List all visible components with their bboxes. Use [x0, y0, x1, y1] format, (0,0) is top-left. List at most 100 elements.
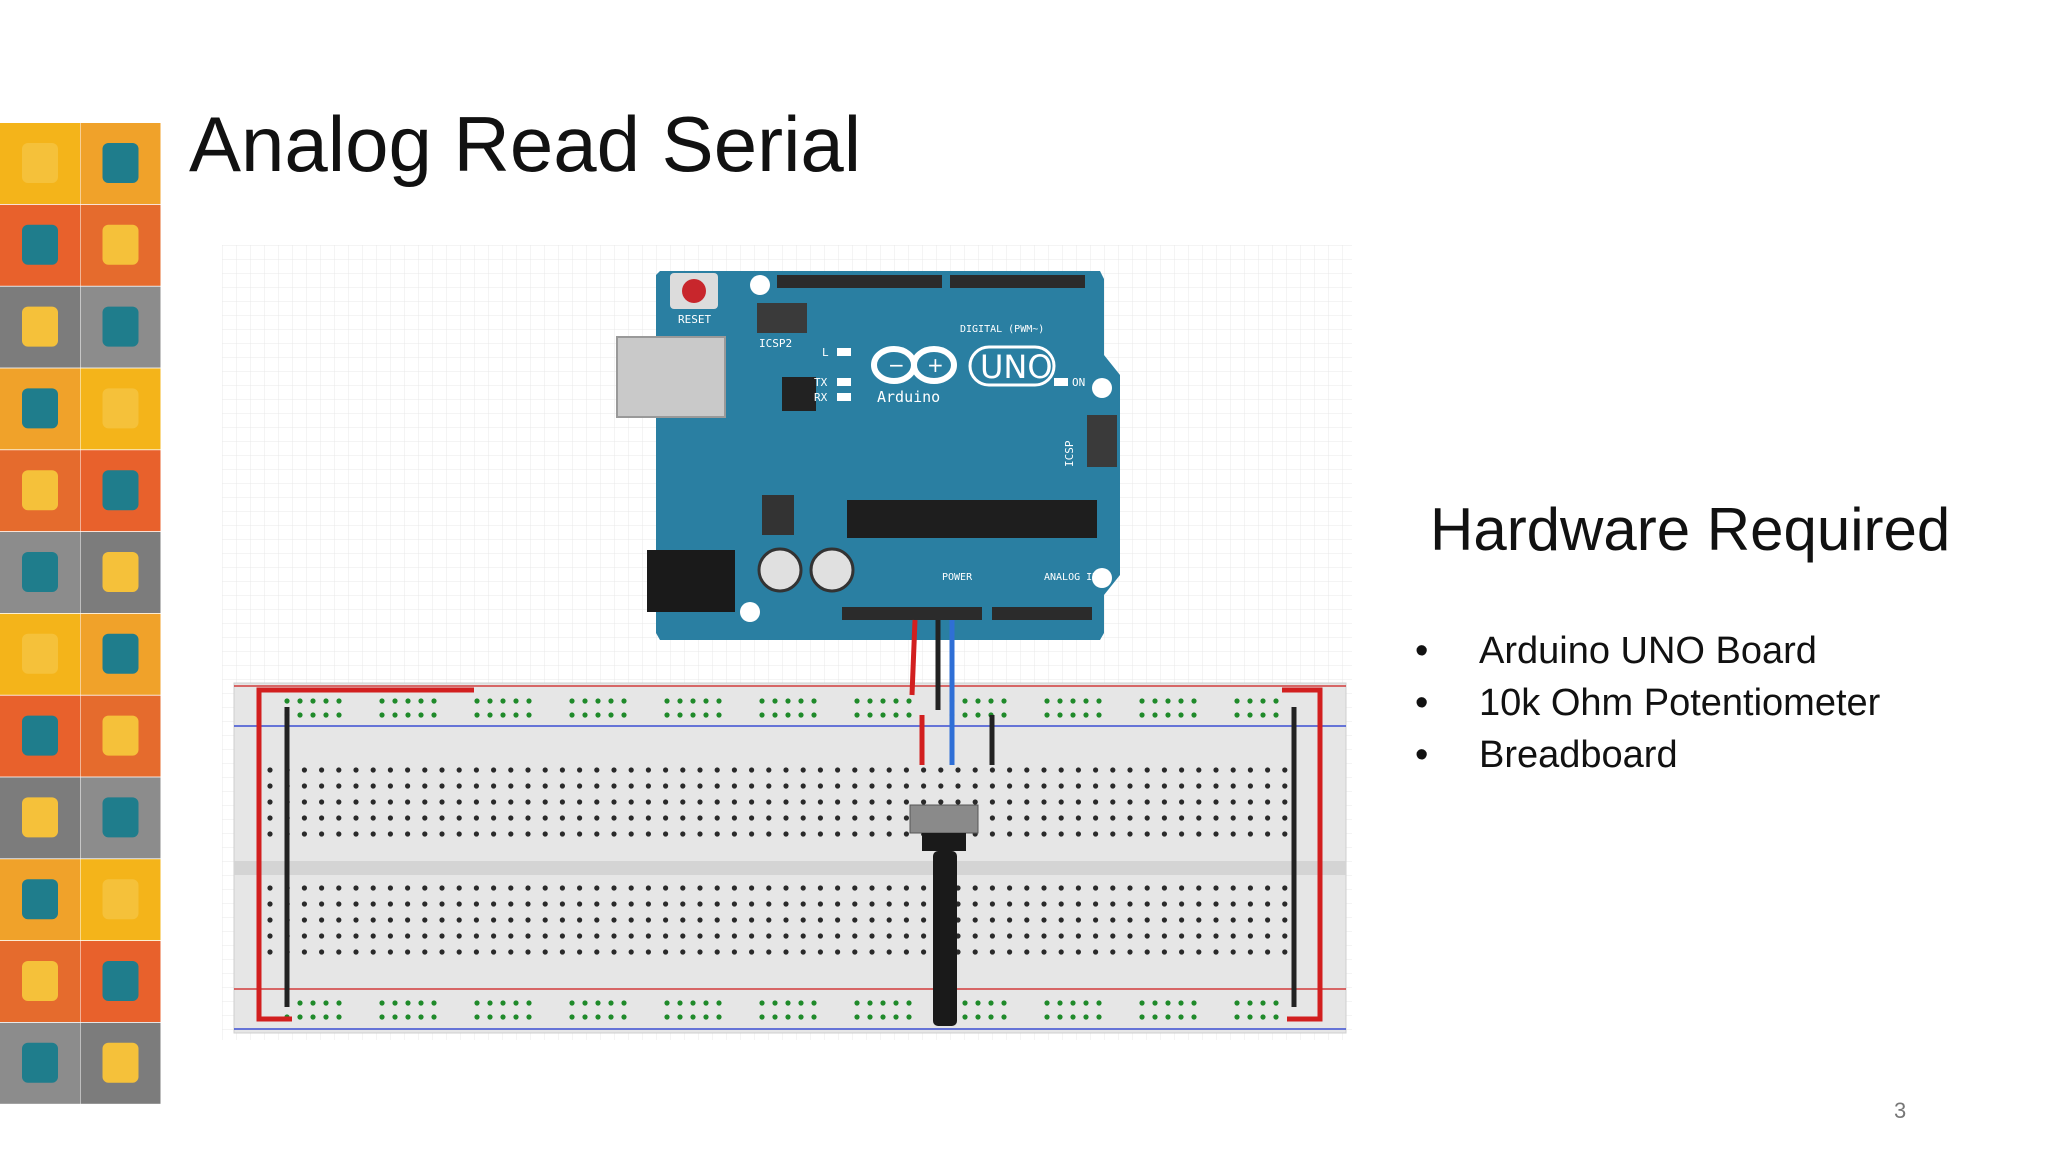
breadboard-hole	[1178, 712, 1184, 718]
breadboard-hole	[1093, 767, 1099, 773]
breadboard-hole	[611, 885, 617, 891]
analog-header	[992, 607, 1092, 620]
breadboard-hole	[491, 815, 497, 821]
breadboard-hole	[1247, 901, 1253, 907]
breadboard-hole	[582, 698, 588, 704]
hardware-item-label: Arduino UNO Board	[1479, 630, 1817, 672]
breadboard-hole	[714, 933, 720, 939]
breadboard-hole	[1265, 917, 1271, 923]
breadboard-hole	[353, 917, 359, 923]
breadboard-hole	[867, 698, 873, 704]
breadboard-hole	[1058, 799, 1064, 805]
breadboard-hole	[972, 901, 978, 907]
breadboard-hole	[663, 831, 669, 837]
breadboard-hole	[353, 901, 359, 907]
breadboard-hole	[387, 949, 393, 955]
breadboard-hole	[1161, 885, 1167, 891]
breadboard-hole	[663, 885, 669, 891]
breadboard-hole	[405, 885, 411, 891]
breadboard-hole	[473, 901, 479, 907]
breadboard-hole	[680, 815, 686, 821]
brand-label: Arduino	[877, 388, 940, 406]
breadboard-hole	[886, 815, 892, 821]
breadboard-hole	[525, 799, 531, 805]
breadboard-hole	[456, 917, 462, 923]
breadboard-hole	[690, 1000, 696, 1006]
breadboard-hole	[297, 1014, 303, 1020]
breadboard-hole	[577, 815, 583, 821]
component-icon	[102, 1042, 139, 1083]
breadboard-hole	[1191, 1014, 1197, 1020]
breadboard-hole	[267, 949, 273, 955]
breadboard-hole	[921, 917, 927, 923]
breadboard-hole	[1024, 815, 1030, 821]
breadboard-hole	[297, 698, 303, 704]
breadboard-hole	[785, 698, 791, 704]
breadboard-hole	[988, 698, 994, 704]
breadboard-hole	[972, 767, 978, 773]
breadboard-hole	[663, 901, 669, 907]
breadboard-hole	[319, 933, 325, 939]
wire-5v-board	[909, 619, 918, 696]
breadboard-hole	[353, 799, 359, 805]
breadboard-hole	[542, 767, 548, 773]
potentiometer-knob	[933, 851, 957, 1026]
breadboard-hole	[1127, 783, 1133, 789]
breadboard-hole	[800, 831, 806, 837]
breadboard-hole	[1001, 1014, 1007, 1020]
breadboard-hole	[525, 901, 531, 907]
breadboard-hole	[869, 831, 875, 837]
mounting-hole	[1092, 568, 1112, 588]
breadboard-hole	[766, 815, 772, 821]
breadboard-hole	[1247, 933, 1253, 939]
breadboard-hole	[1179, 799, 1185, 805]
breadboard-hole	[783, 831, 789, 837]
component-icon	[102, 143, 139, 183]
breadboard-hole	[800, 767, 806, 773]
breadboard-hole	[1213, 933, 1219, 939]
breadboard-hole	[1083, 1000, 1089, 1006]
model-label: UNO	[980, 348, 1053, 386]
breadboard-hole	[1110, 901, 1116, 907]
breadboard-hole	[559, 901, 565, 907]
breadboard-hole	[783, 885, 789, 891]
breadboard-hole	[1075, 885, 1081, 891]
breadboard-hole	[1179, 933, 1185, 939]
component-icon	[102, 715, 139, 756]
breadboard-hole	[508, 949, 514, 955]
breadboard-hole	[1075, 901, 1081, 907]
breadboard-hole	[703, 1014, 709, 1020]
breadboard-hole	[1196, 885, 1202, 891]
breadboard-hole	[267, 767, 273, 773]
breadboard-hole	[852, 799, 858, 805]
breadboard-hole	[1110, 885, 1116, 891]
breadboard-hole	[267, 815, 273, 821]
breadboard-hole	[336, 767, 342, 773]
hardware-item-label: 10k Ohm Potentiometer	[1479, 682, 1881, 724]
breadboard-hole	[422, 767, 428, 773]
breadboard-hole	[1230, 799, 1236, 805]
breadboard-hole	[594, 831, 600, 837]
breadboard-hole	[798, 712, 804, 718]
breadboard-hole	[405, 712, 411, 718]
breadboard-hole	[1152, 698, 1158, 704]
breadboard-hole	[697, 767, 703, 773]
breadboard-hole	[766, 831, 772, 837]
breadboard-hole	[474, 698, 480, 704]
breadboard-hole	[456, 783, 462, 789]
breadboard-hole	[1075, 767, 1081, 773]
breadboard-hole	[474, 712, 480, 718]
breadboard-hole	[955, 767, 961, 773]
breadboard-hole	[697, 831, 703, 837]
breadboard-hole	[628, 783, 634, 789]
breadboard-hole	[1024, 831, 1030, 837]
bullet-marker: •	[1415, 682, 1429, 724]
breadboard-hole	[1196, 815, 1202, 821]
component-icon	[102, 388, 139, 429]
breadboard-hole	[1093, 949, 1099, 955]
breadboard-hole	[1213, 901, 1219, 907]
breadboard-hole	[513, 1014, 519, 1020]
breadboard-hole	[1083, 712, 1089, 718]
breadboard-hole	[1178, 698, 1184, 704]
breadboard-hole	[869, 901, 875, 907]
